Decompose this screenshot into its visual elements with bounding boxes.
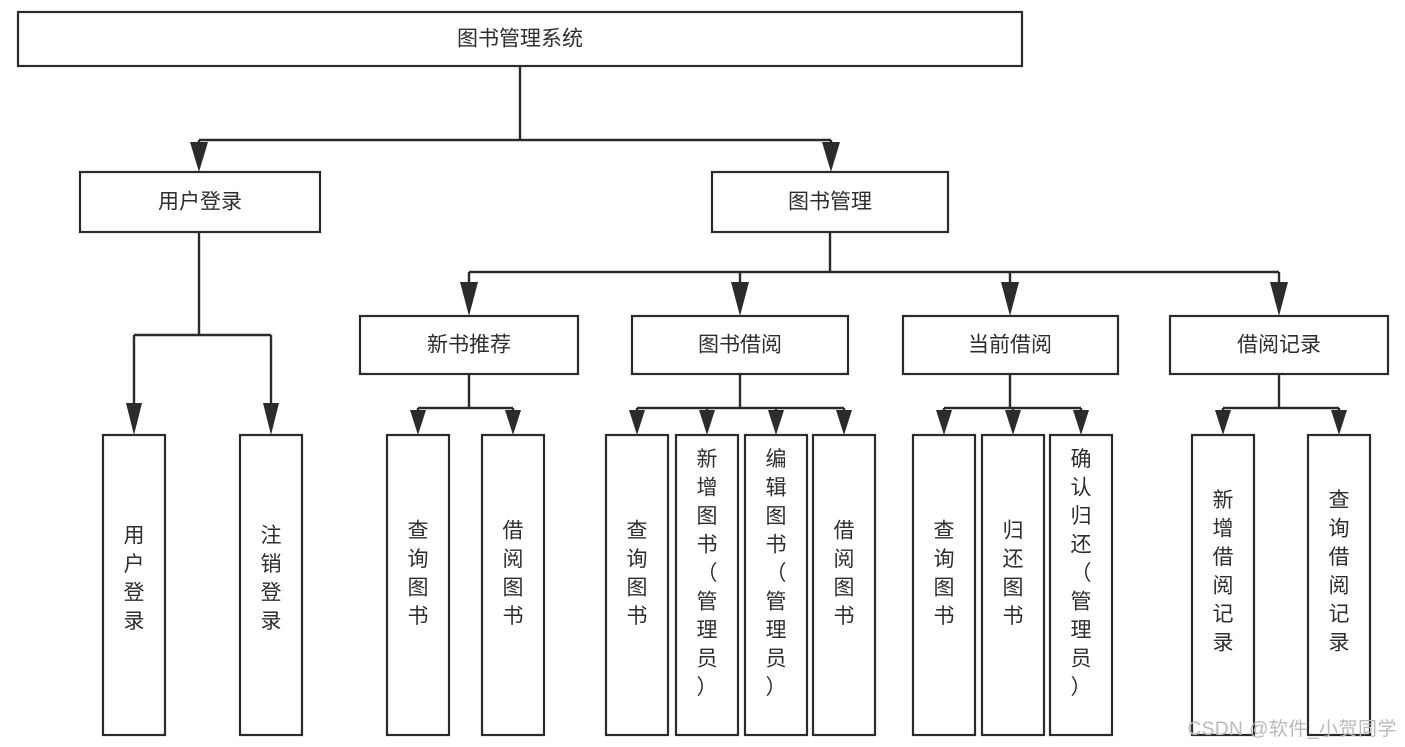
node-leaf-logout-box[interactable] [238, 433, 304, 737]
node-leaf-add-borrow-record-label: 新增借阅记录 [1213, 489, 1234, 655]
node-book-management-box[interactable] [710, 170, 950, 234]
node-leaf-user-login[interactable]: 用户登录 [101, 433, 167, 737]
node-book-management-label: 图书管理 [788, 191, 872, 214]
arrow-head-leaf-confirm-return-admin [1073, 410, 1089, 435]
arrow-head-book-management [822, 142, 840, 172]
node-book-management[interactable]: 图书管理 [710, 170, 950, 234]
node-leaf-return-book-label: 归还图书 [1003, 519, 1024, 628]
node-leaf-add-book-admin-label: 新增图书（管理员） [697, 448, 718, 699]
node-borrow-record-box[interactable] [1168, 314, 1390, 376]
node-leaf-query-books-current-box[interactable] [911, 433, 977, 737]
node-leaf-user-login-label: 用户登录 [124, 524, 145, 633]
node-leaf-logout-label: 注销登录 [261, 524, 282, 633]
node-leaf-query-books-current-label: 查询图书 [934, 519, 955, 628]
node-new-book-recommend-box[interactable] [358, 314, 580, 376]
node-leaf-borrow-book[interactable]: 借阅图书 [811, 433, 877, 737]
node-leaf-query-books-new-label: 查询图书 [408, 519, 429, 628]
node-leaf-add-borrow-record-box[interactable] [1190, 433, 1256, 737]
node-leaf-query-books-borrow-box[interactable] [604, 433, 670, 737]
node-leaf-borrow-books-new-box[interactable] [480, 433, 546, 737]
node-leaf-borrow-book-label: 借阅图书 [834, 519, 855, 628]
arrow-head-user-login [190, 142, 208, 172]
arrow-head-leaf-borrow-book [836, 410, 852, 435]
arrow-head-leaf-query-books-current [936, 410, 952, 435]
arrow-head-book-borrow [731, 282, 749, 316]
node-borrow-record[interactable]: 借阅记录 [1168, 314, 1390, 376]
node-leaf-logout[interactable]: 注销登录 [238, 433, 304, 737]
node-leaf-confirm-return-admin-box[interactable] [1048, 433, 1114, 737]
node-new-book-recommend[interactable]: 新书推荐 [358, 314, 580, 376]
node-root[interactable]: 图书管理系统 [16, 10, 1024, 68]
node-new-book-recommend-label: 新书推荐 [427, 334, 511, 357]
node-leaf-add-borrow-record[interactable]: 新增借阅记录 [1190, 433, 1256, 737]
node-leaf-return-book-box[interactable] [980, 433, 1046, 737]
node-book-borrow-label: 图书借阅 [698, 334, 782, 357]
node-borrow-record-label: 借阅记录 [1237, 334, 1321, 357]
node-user-login-label: 用户登录 [158, 191, 242, 214]
arrow-head-leaf-add-borrow-record [1215, 410, 1231, 435]
connector-layer [126, 66, 1347, 435]
node-root-label: 图书管理系统 [457, 28, 583, 51]
node-leaf-edit-book-admin[interactable]: 编辑图书（管理员） [743, 433, 809, 737]
node-leaf-query-borrow-record[interactable]: 查询借阅记录 [1306, 433, 1372, 737]
arrow-head-leaf-add-book-admin [699, 410, 715, 435]
node-user-login-box[interactable] [78, 170, 322, 234]
node-current-borrow-box[interactable] [901, 314, 1120, 376]
arrow-head-leaf-return-book [1005, 410, 1021, 435]
node-leaf-query-books-borrow[interactable]: 查询图书 [604, 433, 670, 737]
node-leaf-user-login-box[interactable] [101, 433, 167, 737]
node-leaf-query-borrow-record-label: 查询借阅记录 [1329, 489, 1350, 655]
arrow-head-new-book-recommend [460, 282, 478, 316]
node-leaf-edit-book-admin-label: 编辑图书（管理员） [766, 448, 787, 699]
node-book-borrow-box[interactable] [630, 314, 850, 376]
node-user-login[interactable]: 用户登录 [78, 170, 322, 234]
node-leaf-borrow-book-box[interactable] [811, 433, 877, 737]
leaf-nodes-layer: 用户登录 注销登录 查询图书 借阅图书 查询图书 新增图书（管理员） [101, 433, 1372, 737]
arrow-head-leaf-query-books-borrow [629, 410, 645, 435]
node-book-borrow[interactable]: 图书借阅 [630, 314, 850, 376]
arrow-head-leaf-user-login [126, 403, 142, 435]
node-leaf-return-book[interactable]: 归还图书 [980, 433, 1046, 737]
node-leaf-confirm-return-admin[interactable]: 确认归还（管理员） [1048, 433, 1114, 737]
node-current-borrow-label: 当前借阅 [968, 334, 1052, 357]
node-leaf-query-borrow-record-box[interactable] [1306, 433, 1372, 737]
arrow-head-leaf-borrow-books-new [505, 410, 521, 435]
node-root-box[interactable] [16, 10, 1024, 68]
node-leaf-query-books-current[interactable]: 查询图书 [911, 433, 977, 737]
node-leaf-query-books-borrow-label: 查询图书 [627, 519, 648, 628]
arrow-head-leaf-edit-book-admin [768, 410, 784, 435]
node-leaf-add-book-admin[interactable]: 新增图书（管理员） [674, 433, 740, 737]
node-leaf-borrow-books-new-label: 借阅图书 [503, 519, 524, 628]
arrow-head-current-borrow [1001, 282, 1019, 316]
node-leaf-confirm-return-admin-label: 确认归还（管理员） [1071, 448, 1092, 699]
arrow-head-leaf-query-borrow-record [1331, 410, 1347, 435]
node-leaf-borrow-books-new[interactable]: 借阅图书 [480, 433, 546, 737]
node-leaf-add-book-admin-box[interactable] [674, 433, 740, 737]
node-current-borrow[interactable]: 当前借阅 [901, 314, 1120, 376]
arrow-head-leaf-query-books-new [410, 410, 426, 435]
arrow-head-leaf-logout [263, 403, 279, 435]
node-leaf-query-books-new[interactable]: 查询图书 [385, 433, 451, 737]
node-leaf-query-books-new-box[interactable] [385, 433, 451, 737]
node-leaf-edit-book-admin-box[interactable] [743, 433, 809, 737]
arrow-head-borrow-record [1270, 282, 1288, 316]
